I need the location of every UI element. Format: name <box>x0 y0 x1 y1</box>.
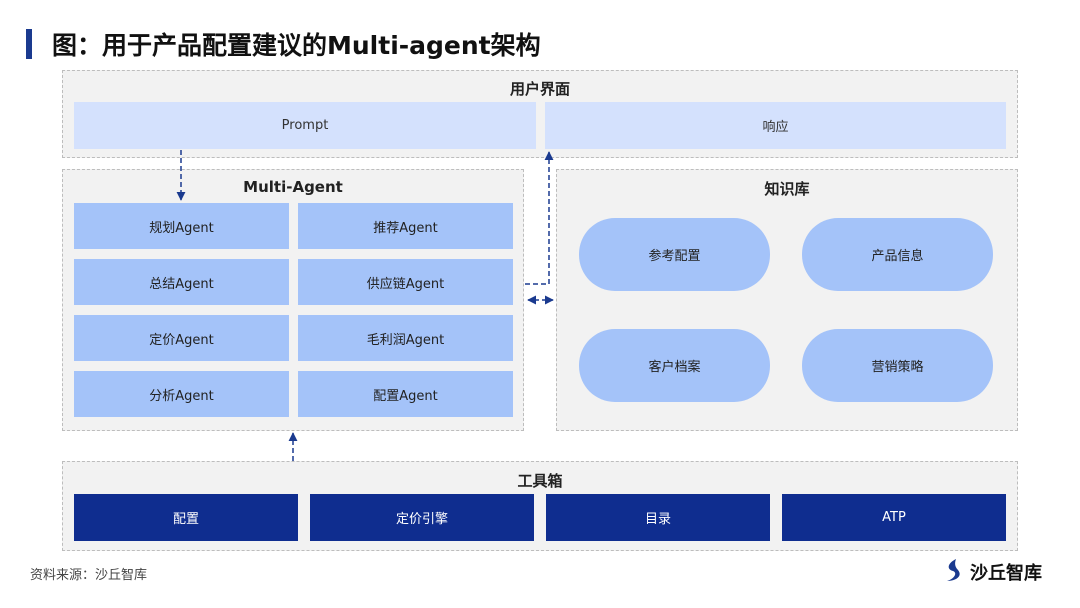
source-note: 资料来源：沙丘智库 <box>30 568 148 583</box>
arrow-agents-to-response <box>525 151 554 285</box>
agent-gross-margin: 毛利润Agent <box>298 315 513 361</box>
agent-analysis: 分析Agent <box>74 371 289 417</box>
user-interface-title: 用户界面 <box>509 80 570 98</box>
kb-marketing-strategy: 营销策略 <box>802 329 993 402</box>
agent-configuration: 配置Agent <box>298 371 513 417</box>
toolbox-title: 工具箱 <box>517 472 563 490</box>
tool-atp: ATP <box>782 494 1006 541</box>
agent-planning: 规划Agent <box>74 203 289 249</box>
tool-pricing-engine: 定价引擎 <box>310 494 534 541</box>
response-box: 响应 <box>545 102 1006 149</box>
page-title: 图：用于产品配置建议的Multi-agent架构 <box>52 31 541 60</box>
multi-agent-title: Multi-Agent <box>243 178 343 196</box>
kb-customer-profile: 客户档案 <box>579 329 770 402</box>
dune-logo-icon <box>944 558 964 586</box>
agent-recommendation: 推荐Agent <box>298 203 513 249</box>
kb-product-info: 产品信息 <box>802 218 993 291</box>
agent-supply-chain: 供应链Agent <box>298 259 513 305</box>
logo-text: 沙丘智库 <box>970 563 1042 584</box>
kb-reference-config: 参考配置 <box>579 218 770 291</box>
brand-logo: 沙丘智库 <box>944 558 1042 586</box>
title-accent-bar <box>26 29 32 59</box>
agent-summary: 总结Agent <box>74 259 289 305</box>
tool-configuration: 配置 <box>74 494 298 541</box>
knowledge-base-title: 知识库 <box>764 180 810 198</box>
agent-pricing: 定价Agent <box>74 315 289 361</box>
prompt-box: Prompt <box>74 102 536 149</box>
tool-catalog: 目录 <box>546 494 770 541</box>
